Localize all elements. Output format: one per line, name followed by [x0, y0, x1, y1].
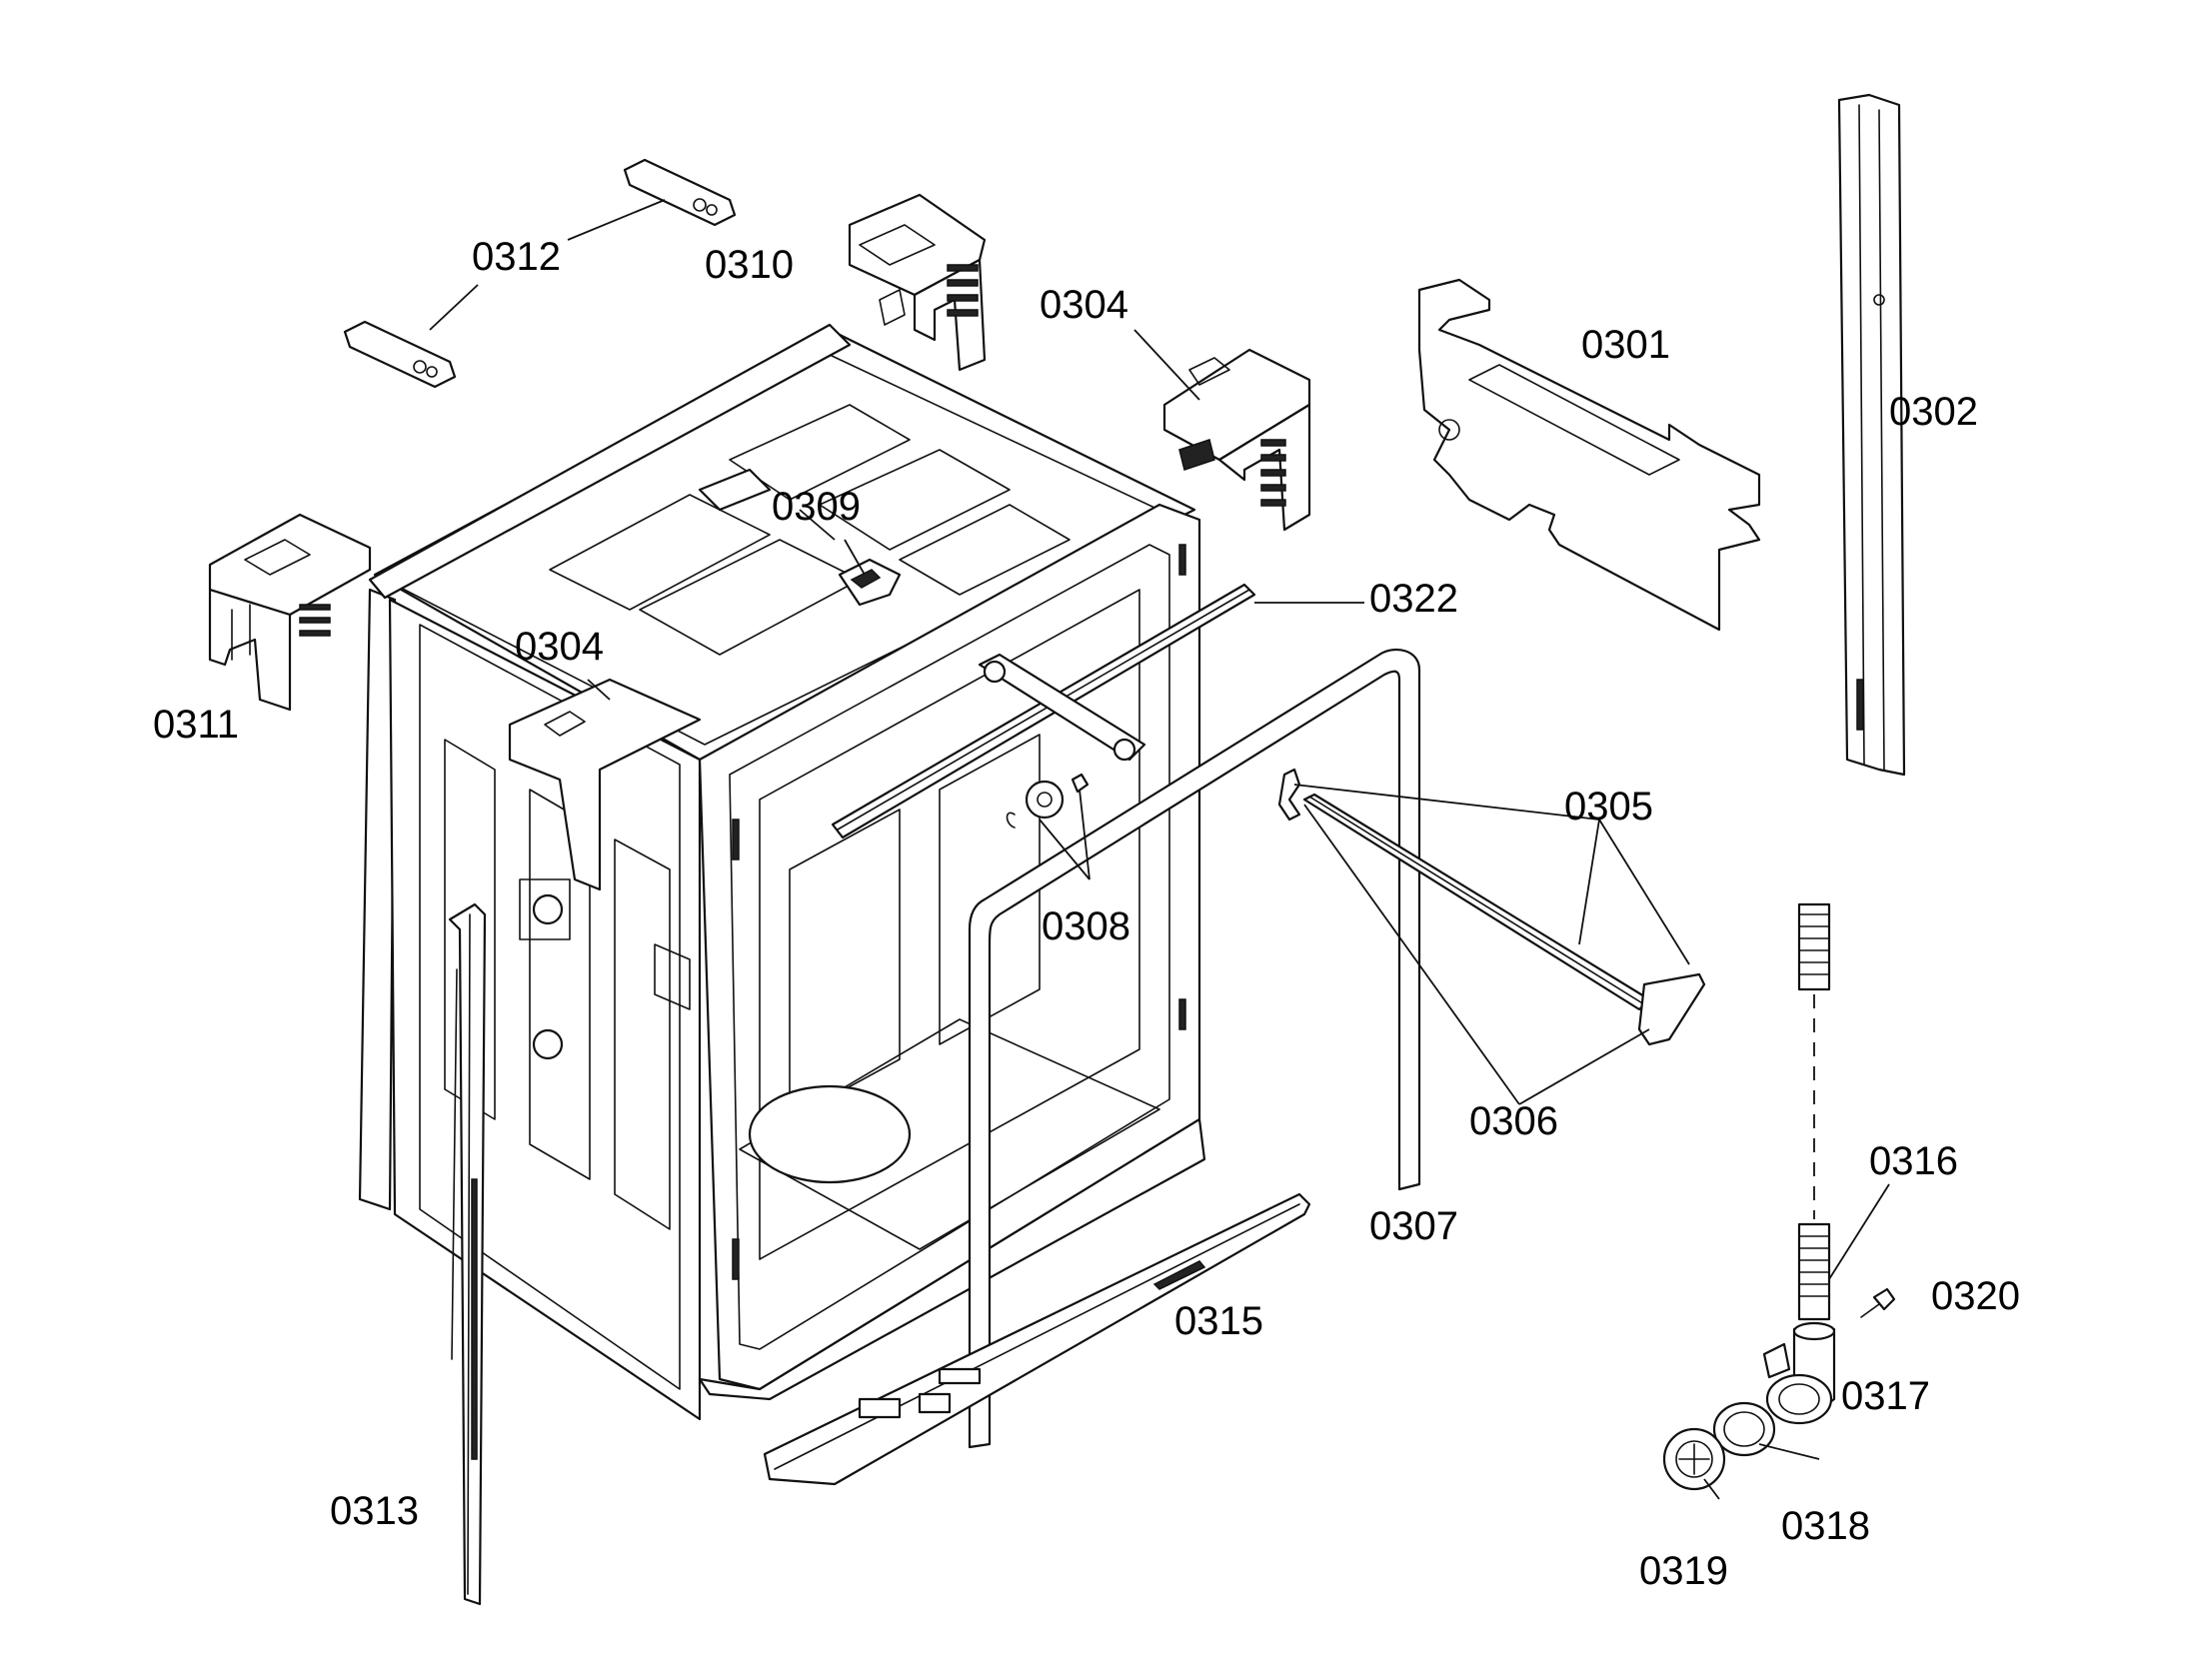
part-0317	[1762, 1321, 1836, 1425]
label-0307: 0307	[1369, 1204, 1458, 1248]
label-0317: 0317	[1841, 1374, 1930, 1418]
part-0316	[1797, 902, 1831, 1321]
part-0319	[1662, 1427, 1726, 1491]
label-0304-top: 0304	[1040, 283, 1128, 327]
label-0322: 0322	[1369, 577, 1458, 621]
label-0318: 0318	[1781, 1504, 1870, 1548]
label-0309: 0309	[772, 485, 861, 529]
label-0310: 0310	[705, 243, 794, 287]
sump-opening	[748, 1084, 912, 1184]
part-0304-right	[1162, 348, 1311, 532]
part-0312	[343, 158, 737, 389]
part-0305	[1277, 768, 1706, 1046]
part-0302	[1837, 93, 1906, 777]
label-0304-mid: 0304	[515, 625, 604, 669]
label-0315: 0315	[1174, 1299, 1263, 1343]
part-0313	[448, 902, 487, 1606]
part-0320	[1860, 1287, 1896, 1318]
part-0301	[1417, 278, 1761, 632]
label-0302: 0302	[1889, 390, 1978, 434]
label-0319: 0319	[1639, 1549, 1728, 1593]
callout-labels: 0301 0302 0304 0304 0305 0306 0307 0308 …	[153, 235, 2020, 1593]
part-0322	[831, 583, 1256, 840]
label-0320: 0320	[1931, 1274, 2020, 1318]
part-0308	[1006, 773, 1090, 829]
label-0313: 0313	[330, 1489, 419, 1533]
label-0301: 0301	[1581, 323, 1670, 367]
part-0318	[1712, 1401, 1776, 1457]
label-0312: 0312	[472, 235, 561, 279]
hose-corrugation-top	[1798, 913, 1830, 975]
leader-lines	[429, 199, 1890, 1500]
part-0309	[698, 468, 902, 607]
part-0310	[848, 193, 987, 372]
label-0316: 0316	[1869, 1139, 1958, 1183]
part-0304-left	[508, 678, 702, 891]
part-0311	[208, 513, 372, 712]
label-0311: 0311	[153, 703, 239, 747]
tub-base	[698, 1117, 1206, 1401]
part-0315	[763, 1192, 1311, 1486]
hose-corrugation-bottom	[1798, 1235, 1830, 1297]
bracket-teeth	[1260, 439, 1286, 507]
tub-rear-flange	[368, 323, 852, 600]
part-0307	[968, 648, 1421, 1449]
rail-bracket	[978, 653, 1146, 762]
label-0305: 0305	[1564, 785, 1653, 829]
label-0306: 0306	[1469, 1099, 1558, 1143]
label-0308: 0308	[1042, 904, 1130, 948]
